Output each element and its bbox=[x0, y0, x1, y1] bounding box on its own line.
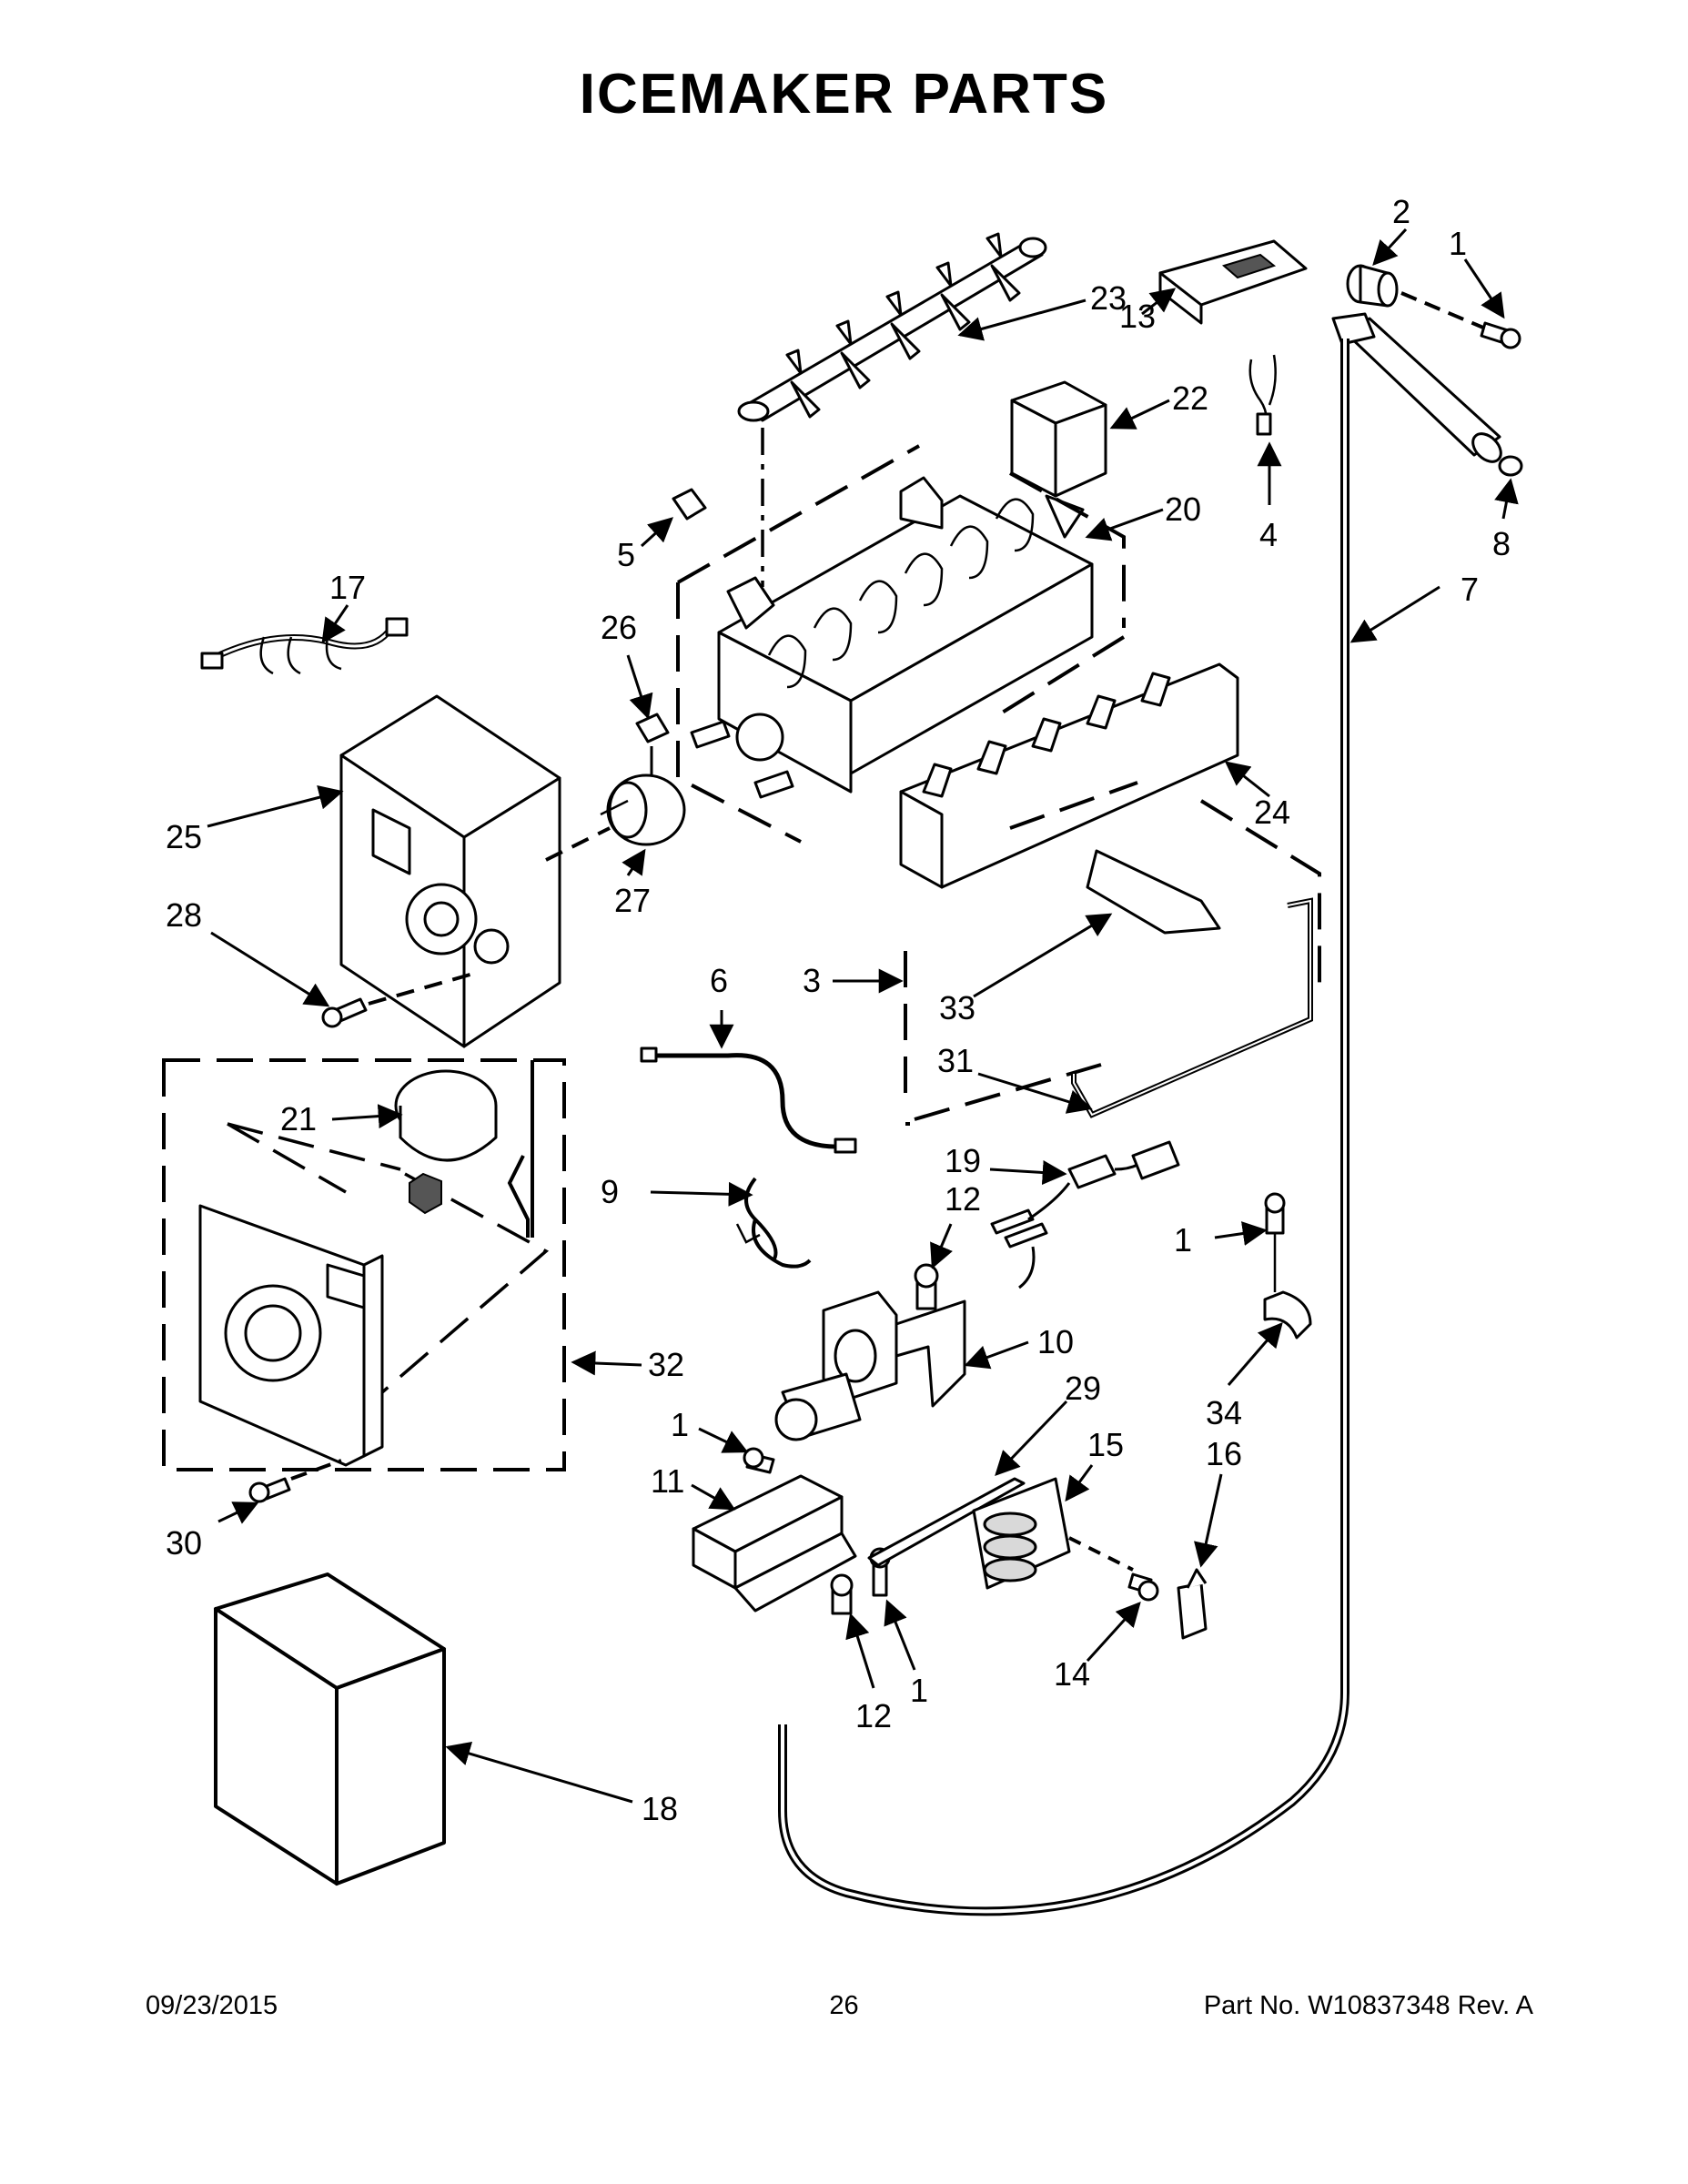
callout-26: 26 bbox=[601, 609, 637, 646]
callout-13: 13 bbox=[1119, 298, 1156, 335]
wire-part-9 bbox=[735, 1177, 812, 1269]
module-screw-part bbox=[248, 1477, 291, 1503]
callout-12b: 12 bbox=[855, 1697, 892, 1734]
cover-part bbox=[1158, 239, 1308, 325]
footer-page-number: 26 bbox=[829, 1991, 859, 2020]
callout-4: 4 bbox=[1259, 516, 1278, 553]
callout-11: 11 bbox=[651, 1462, 684, 1500]
clamp-screw-part bbox=[1264, 1192, 1286, 1292]
callout-33: 33 bbox=[939, 989, 975, 1026]
callout-28: 28 bbox=[166, 896, 202, 934]
callout-34: 34 bbox=[1206, 1394, 1242, 1431]
callout-15: 15 bbox=[1087, 1426, 1124, 1463]
callout-1: 1 bbox=[1449, 225, 1467, 262]
callout-29: 29 bbox=[1065, 1370, 1101, 1407]
water-valve-part bbox=[774, 1290, 966, 1441]
sensor-harness-part bbox=[1248, 354, 1277, 436]
heater-strip-part bbox=[867, 1477, 1026, 1567]
callout-18: 18 bbox=[642, 1790, 678, 1827]
callout-23: 23 bbox=[1090, 279, 1127, 317]
callout-1b: 1 bbox=[1174, 1221, 1192, 1259]
callout-1d: 1 bbox=[910, 1672, 928, 1709]
heater-part bbox=[972, 1477, 1071, 1590]
footer-part-number: Part No. W10837348 Rev. A bbox=[1203, 1991, 1533, 2020]
callout-8: 8 bbox=[1492, 525, 1511, 562]
clip-part bbox=[672, 488, 707, 521]
control-housing-part bbox=[339, 694, 561, 1048]
clamp-part bbox=[1263, 1290, 1312, 1340]
callout-21: 21 bbox=[280, 1100, 317, 1138]
footer-date: 09/23/2015 bbox=[146, 1991, 278, 2020]
bin-part bbox=[1010, 380, 1107, 539]
icemaker-cover-part bbox=[214, 1572, 446, 1886]
callout-17: 17 bbox=[329, 569, 366, 606]
callout-12: 12 bbox=[945, 1180, 981, 1218]
heater-mount-screw-part bbox=[1127, 1572, 1159, 1602]
callout-25: 25 bbox=[166, 818, 202, 855]
module-dashed-box bbox=[162, 1058, 566, 1471]
wire-harness-part bbox=[200, 617, 409, 675]
page-title: ICEMAKER PARTS bbox=[579, 63, 1109, 126]
wire-part-6 bbox=[640, 1046, 857, 1154]
control-module-part bbox=[198, 1204, 384, 1467]
callout-2: 2 bbox=[1392, 193, 1410, 230]
callout-30: 30 bbox=[166, 1524, 202, 1562]
callout-6: 6 bbox=[710, 962, 728, 999]
callout-19: 19 bbox=[945, 1142, 981, 1179]
callout-10: 10 bbox=[1037, 1323, 1074, 1360]
callout-leaders bbox=[207, 228, 1519, 1804]
washer-part bbox=[1498, 455, 1523, 477]
callout-32: 32 bbox=[648, 1346, 684, 1383]
callout-1c: 1 bbox=[671, 1406, 689, 1443]
callout-27: 27 bbox=[614, 882, 651, 919]
callout-20: 20 bbox=[1165, 490, 1201, 528]
thermostat-clip-part bbox=[635, 713, 670, 743]
callout-24: 24 bbox=[1254, 794, 1290, 831]
callout-16: 16 bbox=[1206, 1435, 1242, 1472]
wire-part-19 bbox=[990, 1140, 1180, 1289]
stripper-part bbox=[899, 662, 1239, 889]
bracket-screw-part bbox=[743, 1447, 775, 1474]
thermostat-part bbox=[600, 774, 686, 846]
clip-part-16 bbox=[1177, 1568, 1208, 1640]
motor-part bbox=[394, 1060, 534, 1238]
bracket-part bbox=[692, 1474, 857, 1613]
callout-9: 9 bbox=[601, 1173, 619, 1210]
callout-5: 5 bbox=[617, 536, 635, 573]
callout-7: 7 bbox=[1461, 571, 1479, 608]
callout-14: 14 bbox=[1054, 1655, 1090, 1693]
fill-tube-part bbox=[778, 312, 1502, 1916]
callout-22: 22 bbox=[1172, 379, 1208, 417]
valve-screw-part bbox=[914, 1263, 939, 1310]
callout-labels: 2 1 23 13 22 4 8 7 20 5 17 26 25 27 24 2… bbox=[166, 193, 1511, 1827]
housing-screw-part bbox=[321, 997, 368, 1028]
screw-part bbox=[1480, 321, 1521, 349]
callout-31: 31 bbox=[937, 1042, 974, 1079]
ejector-part bbox=[737, 232, 1047, 422]
shutoff-arm-part bbox=[1071, 849, 1313, 1118]
ice-mold-part bbox=[690, 476, 1094, 799]
callout-3: 3 bbox=[803, 962, 821, 999]
fill-cup-part bbox=[1346, 264, 1399, 308]
bracket-lower-screw-part bbox=[830, 1573, 854, 1615]
